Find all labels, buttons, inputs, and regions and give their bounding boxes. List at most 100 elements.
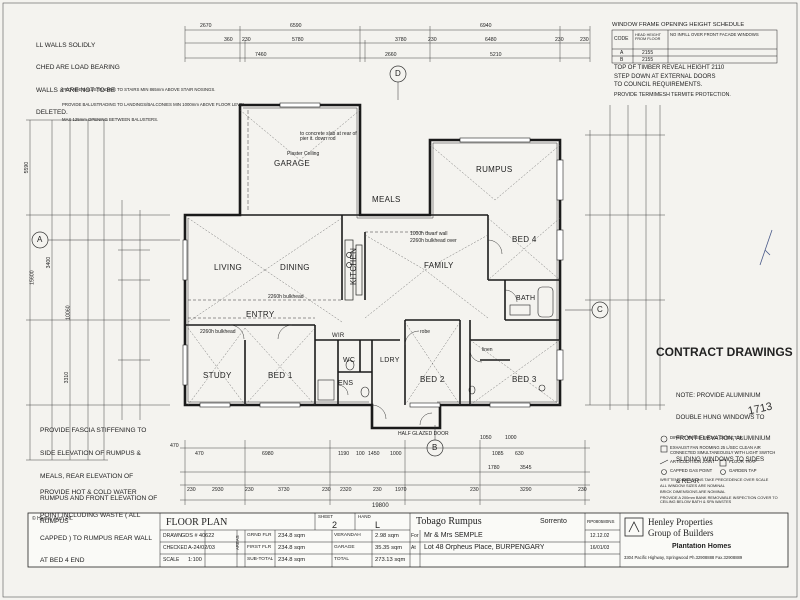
schedule-code-a: A: [620, 50, 624, 56]
title-block-grid: [159, 513, 621, 567]
bottom-dim: 3545: [520, 465, 532, 471]
note-line: WALLS & ARE NOT TO BE: [36, 86, 116, 94]
top-dim: 6590: [290, 23, 302, 29]
room-study: STUDY: [203, 371, 232, 380]
top-dim: 6480: [485, 37, 497, 43]
kitchen-bulkhead-note: 2260h bulkhead over: [410, 238, 457, 244]
fascia-note-line: RUMPUS: [40, 518, 69, 526]
left-dim: 15600: [29, 270, 36, 285]
bottom-dim: 2930: [212, 487, 224, 493]
right-dimension-lines: [585, 105, 665, 410]
fascia-note-line: RUMPUS AND FRONT ELEVATION OF: [40, 495, 158, 503]
verandah-label: VERANDAH: [334, 533, 361, 538]
grid-mark-c: C: [597, 305, 603, 314]
living-bulkhead-note: 2260h bulkhead: [268, 294, 304, 300]
top-dim: 3780: [395, 37, 407, 43]
legend-garden-tap: GARDEN TAP: [729, 468, 757, 473]
top-dim: 5780: [292, 37, 304, 43]
internal-walls: [185, 214, 560, 405]
facade-name: Sorrento: [540, 518, 567, 525]
date-issued: 12.12.02: [590, 533, 610, 539]
balustrade-line: PROVIDE BALUSTRADING TO STAIRS MIN 865mm…: [62, 86, 216, 92]
left-dim: 5590: [24, 161, 31, 174]
step-down-note: STEP DOWN AT EXTERNAL DOORS: [614, 74, 716, 80]
schedule-header-infill: NO INFILL OVER FRONT FACADE WINDOWS: [670, 32, 759, 37]
schedule-header-head-height: HEAD HEIGHT FROM FLOOR: [635, 33, 661, 41]
garage-slab-note: to concrete slab at rear of pier it. dow…: [300, 131, 357, 142]
room-wir: WIR: [332, 333, 345, 339]
title-block-frame: [27, 512, 789, 568]
first-floor-area: 234.8 sqm: [278, 545, 306, 551]
fascia-note: PROVIDE FASCIA STIFFENING TO SIDE ELEVAT…: [40, 412, 157, 541]
scale-label: SCALE: [163, 557, 180, 563]
grid-mark-d: D: [395, 69, 401, 78]
pen-mark: [759, 229, 773, 266]
window-note-line: DOUBLE HUNG WINDOWS TO: [676, 413, 765, 421]
scale-value: 1:100: [188, 557, 202, 563]
left-dimension-lines: [26, 119, 170, 461]
window-note-line: & REAR: [676, 477, 700, 485]
henley-logo-mark: [624, 517, 644, 537]
note-line: LL WALLS SOLIDLY: [36, 41, 96, 49]
bottom-dim: 1000: [505, 435, 517, 441]
window-marks: [182, 102, 564, 408]
water-note-line: CAPPED ) TO RUMPUS REAR WALL: [40, 534, 152, 542]
fascia-note-line: SIDE ELEVATION OF RUMPUS &: [40, 449, 141, 457]
copyright-text: © Henley Arch P/L: [32, 516, 73, 522]
window-note-line: NOTE: PROVIDE ALUMINIUM: [676, 392, 761, 400]
first-floor-label: FIRST FLR: [247, 545, 272, 550]
drawn-label: DRAWN: [163, 533, 182, 539]
balustrade-line: MAX 125mm OPENING BETWEEN BALUSTERS.: [62, 116, 159, 122]
garage-label: GARAGE: [334, 545, 355, 550]
top-dim: 2670: [200, 23, 212, 29]
top-dim: 230: [580, 37, 589, 43]
bottom-dim: 230: [322, 487, 331, 493]
drawn-value: GDS # 40622: [181, 533, 215, 539]
legend-exhaust-fan: EXHAUST FAN ROOMING 25 L/SEC CLEAN AIR C…: [670, 445, 776, 455]
bottom-dim: 2320: [340, 487, 352, 493]
top-dim: 230: [428, 37, 437, 43]
bottom-dim: 6980: [262, 451, 274, 457]
bulkhead-lines: [188, 231, 430, 319]
legend-symbols: [659, 435, 727, 475]
room-bed-2: BED 2: [420, 375, 445, 384]
bottom-dimension-lines: [180, 440, 590, 505]
robe-note: robe: [420, 329, 431, 335]
company-name-1: Henley Properties: [648, 517, 713, 527]
legend-inspection-note: PROVIDE A 200mm BANK REMOVABLE INSPECTIO…: [660, 495, 778, 505]
garage-ceiling-note: Plaster Ceiling: [287, 151, 320, 157]
linen-note: linen: [482, 347, 493, 353]
at-label: At: [411, 545, 416, 551]
top-dim: 230: [242, 37, 251, 43]
legend-dimension-note: WRITTEN DIMENSIONS TAKE PRECEDENCE OVER …: [660, 477, 769, 482]
schedule-code-b: B: [620, 57, 624, 63]
water-note-line: POINT INCLUDING WASTE ( ALL: [40, 511, 141, 519]
company-name-2: Group of Builders: [648, 528, 714, 538]
bottom-dim: 1085: [492, 451, 504, 457]
office-address: 3304 Pacific Highway, Springwood Ph.3290…: [624, 555, 743, 560]
water-note-line: AT BED 4 END: [40, 557, 85, 565]
room-dining: DINING: [280, 263, 310, 272]
top-dim: 360: [224, 37, 233, 43]
room-bed-1: BED 1: [268, 371, 293, 380]
overall-width-dim: 19800: [372, 503, 389, 509]
checked-value: A-24/02/03: [188, 545, 215, 551]
top-dim: 7460: [255, 52, 267, 58]
note-line: CHED ARE LOAD BEARING: [36, 64, 120, 72]
kitchen-benches: [344, 239, 363, 301]
schedule-table-lines: [611, 29, 778, 64]
door-swings: [229, 239, 518, 426]
legend-window-note: ALL WINDOW SIZES ARE NOMINAL: [660, 483, 725, 488]
room-living: LIVING: [214, 263, 243, 272]
entry-bulkhead-note: 2260h bulkhead: [200, 329, 236, 335]
bottom-dim: 1780: [488, 465, 500, 471]
grid-mark-a: A: [37, 235, 43, 244]
balustrade-notes: PROVIDE BALUSTRADING TO STAIRS MIN 865mm…: [62, 78, 245, 132]
bottom-dim: 1050: [480, 435, 492, 441]
bottom-dim: 1190: [338, 451, 350, 457]
ground-floor-label: GRND FLR: [247, 533, 272, 538]
balustrade-line: PROVIDE BALUSTRADING TO LANDINGS/BALCONI…: [62, 101, 246, 107]
bottom-dim: 230: [187, 487, 196, 493]
